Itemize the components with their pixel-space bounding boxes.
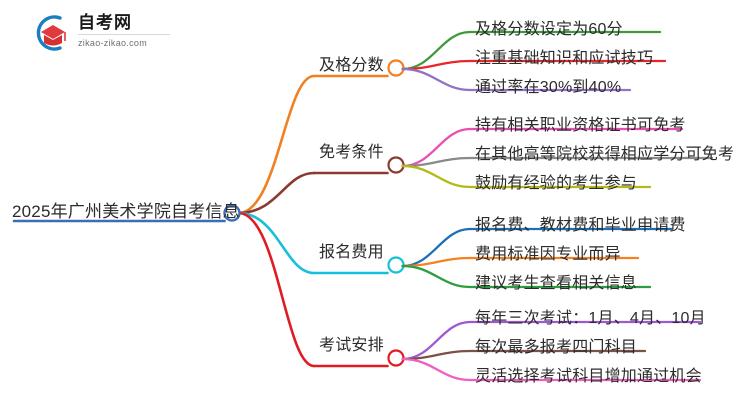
branch-trunk-3 — [237, 211, 316, 275]
branch-node-4[interactable] — [387, 349, 405, 367]
branch-trunk-2 — [237, 171, 316, 215]
leaf-curve-4-2 — [401, 349, 472, 361]
leaf-curve-3-3 — [401, 264, 472, 289]
root-node-label[interactable]: 2025年广州美术学院自考信息 — [12, 202, 240, 221]
root-node[interactable] — [223, 204, 241, 222]
branch-trunk-4 — [237, 211, 316, 368]
leaf-label-3-1[interactable]: 报名费、教材费和毕业申请费 — [475, 217, 686, 234]
leaf-curve-1-3 — [401, 67, 472, 92]
logo-title: 自考网 — [78, 13, 170, 35]
branch-node-2[interactable] — [387, 156, 405, 174]
branch-trunk-1 — [237, 74, 316, 215]
branch-node-1[interactable] — [387, 59, 405, 77]
leaf-label-3-2[interactable]: 费用标准因专业而异 — [475, 246, 621, 263]
logo-mark-icon — [30, 13, 72, 53]
leaf-curve-1-2 — [401, 59, 472, 71]
leaf-label-3-3[interactable]: 建议考生查看相关信息 — [475, 275, 638, 292]
leaf-label-1-1[interactable]: 及格分数设定为60分 — [475, 21, 623, 38]
leaf-label-1-2[interactable]: 注重基础知识和应试技巧 — [475, 50, 654, 67]
leaf-label-4-1[interactable]: 每年三次考试：1月、4月、10月 — [475, 310, 706, 327]
branch-label-4[interactable]: 考试安排 — [319, 337, 384, 354]
logo-domain: zikao-zikao.com — [78, 38, 148, 48]
leaf-curve-2-1 — [401, 127, 472, 168]
branch-label-2[interactable]: 免考条件 — [319, 144, 384, 161]
leaf-label-4-2[interactable]: 每次最多报考四门科目 — [475, 339, 638, 356]
leaf-curve-1-1 — [401, 30, 472, 71]
leaf-curve-4-1 — [401, 320, 472, 361]
leaf-label-4-3[interactable]: 灵活选择考试科目增加通过机会 — [475, 368, 702, 385]
site-logo: 自考网 zikao-zikao.com — [30, 11, 170, 55]
leaf-curve-3-1 — [401, 227, 472, 268]
leaf-curve-4-3 — [401, 357, 472, 382]
leaf-curve-2-2 — [401, 156, 472, 168]
branch-label-3[interactable]: 报名费用 — [319, 244, 384, 261]
leaf-label-2-3[interactable]: 鼓励有经验的考生参与 — [475, 175, 638, 192]
leaf-label-2-1[interactable]: 持有相关职业资格证书可免考 — [475, 117, 686, 134]
branch-label-1[interactable]: 及格分数 — [319, 57, 384, 74]
leaf-curve-2-3 — [401, 164, 472, 189]
leaf-label-2-2[interactable]: 在其他高等院校获得相应学分可免考 — [475, 146, 735, 163]
leaf-label-1-3[interactable]: 通过率在30%到40% — [475, 79, 622, 96]
leaf-curve-3-2 — [401, 256, 472, 268]
branch-node-3[interactable] — [387, 256, 405, 274]
